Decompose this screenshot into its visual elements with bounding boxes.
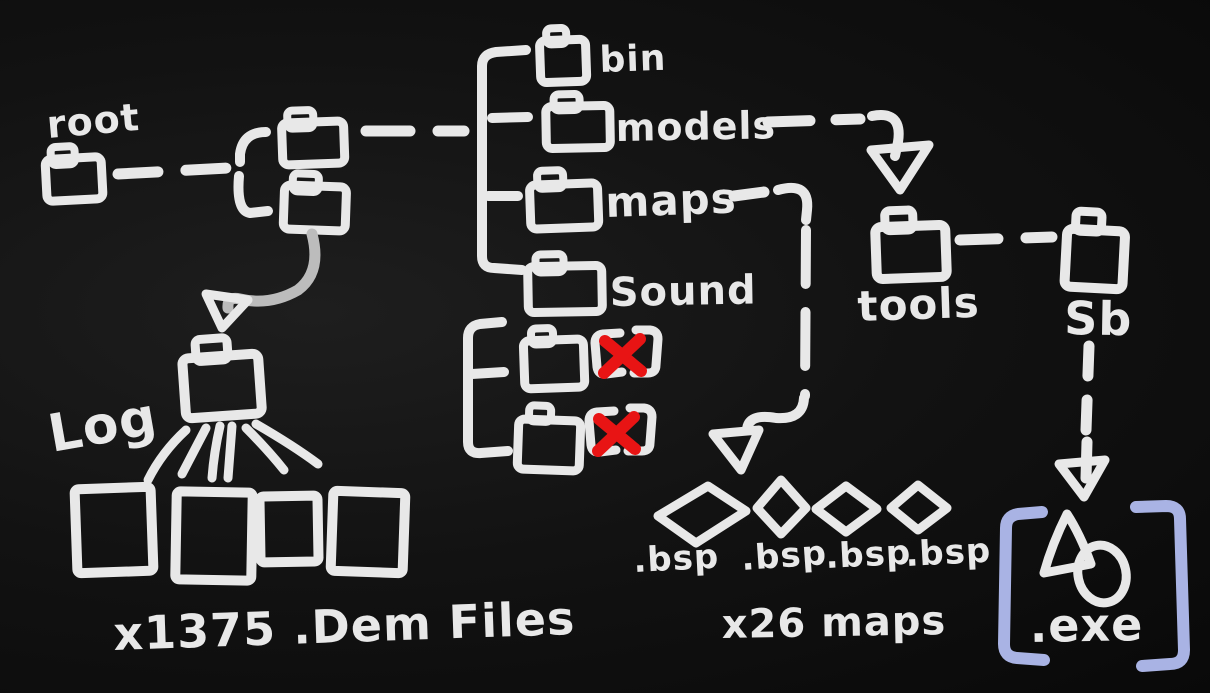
deleted-folder-2-icon	[512, 401, 586, 476]
deleted-bracket-tick	[467, 367, 509, 379]
red-x-icon	[598, 333, 647, 379]
folder-body	[40, 152, 108, 206]
red-x-icon	[592, 411, 641, 457]
sb-label: Sb	[1064, 291, 1133, 346]
bsp-diamond-icons	[653, 475, 952, 548]
bracket-tick-models	[487, 112, 533, 123]
exe-bracket-left	[998, 506, 1050, 666]
file-square-icon	[325, 485, 411, 579]
deleted-marker-bracket-right	[629, 325, 663, 378]
bsp-label: .bsp	[824, 533, 912, 577]
dem-files-count-label: x1375 .Dem Files	[112, 591, 576, 661]
bsp-label: .bsp	[632, 537, 720, 581]
bin-label: bin	[599, 38, 667, 81]
exe-label: .exe	[1029, 597, 1143, 653]
sound-label: Sound	[609, 267, 757, 316]
models-tools-arrow-shaft	[867, 110, 904, 161]
folder-body	[277, 116, 350, 170]
main-bracket	[477, 45, 531, 275]
models-label: models	[615, 103, 776, 150]
bin-folder-icon	[535, 24, 592, 88]
maps-folder-icon	[525, 166, 604, 234]
bsp-label: .bsp	[740, 533, 828, 579]
tools-label: tools	[857, 278, 981, 331]
folder-body	[523, 260, 607, 318]
sound-folder-icon	[523, 250, 607, 318]
folder-body	[512, 414, 586, 476]
root-link-dashes	[112, 162, 234, 180]
exe-arrowhead-icon	[1054, 455, 1110, 502]
tools-arrowhead-icon	[866, 140, 934, 195]
exe-bracket-right	[1130, 500, 1190, 672]
models-tools-dashes	[762, 113, 866, 128]
deleted-bracket	[463, 317, 513, 459]
folder-body	[870, 219, 952, 284]
folder-body	[177, 348, 267, 424]
maps-down-hook	[773, 182, 813, 225]
maps-down-bend	[742, 393, 809, 435]
maps-label: maps	[605, 173, 738, 227]
log-folder-icon	[177, 333, 267, 424]
dem-file-icons	[69, 481, 411, 586]
bsp-diamond-icon	[653, 481, 751, 548]
folder-body	[525, 178, 604, 234]
folder-body	[541, 101, 615, 153]
tools-folder-icon	[870, 205, 952, 284]
root-label: root	[45, 95, 142, 147]
root-folder-icon	[40, 142, 108, 206]
sb-exe-dashes	[1080, 340, 1095, 436]
file-square-icon	[170, 486, 258, 586]
maps-link-dash	[728, 186, 770, 202]
subroot-folder-top-icon	[277, 106, 350, 170]
deleted-folder-1-icon	[518, 324, 590, 394]
bsp-arrowhead-icon	[708, 425, 764, 475]
subroot-folder-bottom-icon	[278, 169, 351, 236]
bsp-diamond-icon	[886, 480, 952, 535]
deleted-marker-bracket-right	[623, 403, 657, 456]
file-square-icon	[69, 481, 159, 579]
bsp-diamond-icon	[752, 475, 811, 539]
bsp-diamond-icon	[811, 481, 882, 537]
tools-sb-dashes	[954, 231, 1058, 246]
split-brace-top	[235, 127, 271, 167]
log-arrowhead-icon	[201, 289, 253, 333]
log-label: Log	[44, 387, 162, 465]
sb-folder-icon	[1059, 206, 1130, 295]
exe-logo-icon	[1039, 509, 1131, 608]
log-fan-lines	[143, 419, 323, 485]
maps-count-label: x26 maps	[721, 598, 946, 648]
folder-body	[535, 34, 592, 88]
split-brace-bottom	[233, 171, 273, 218]
bsp-label: .bsp	[904, 531, 992, 575]
folder-body	[518, 334, 590, 394]
maps-down-dashes	[800, 225, 811, 401]
folder-body	[1059, 223, 1130, 295]
file-square-icon	[254, 490, 324, 568]
models-folder-icon	[541, 90, 615, 153]
